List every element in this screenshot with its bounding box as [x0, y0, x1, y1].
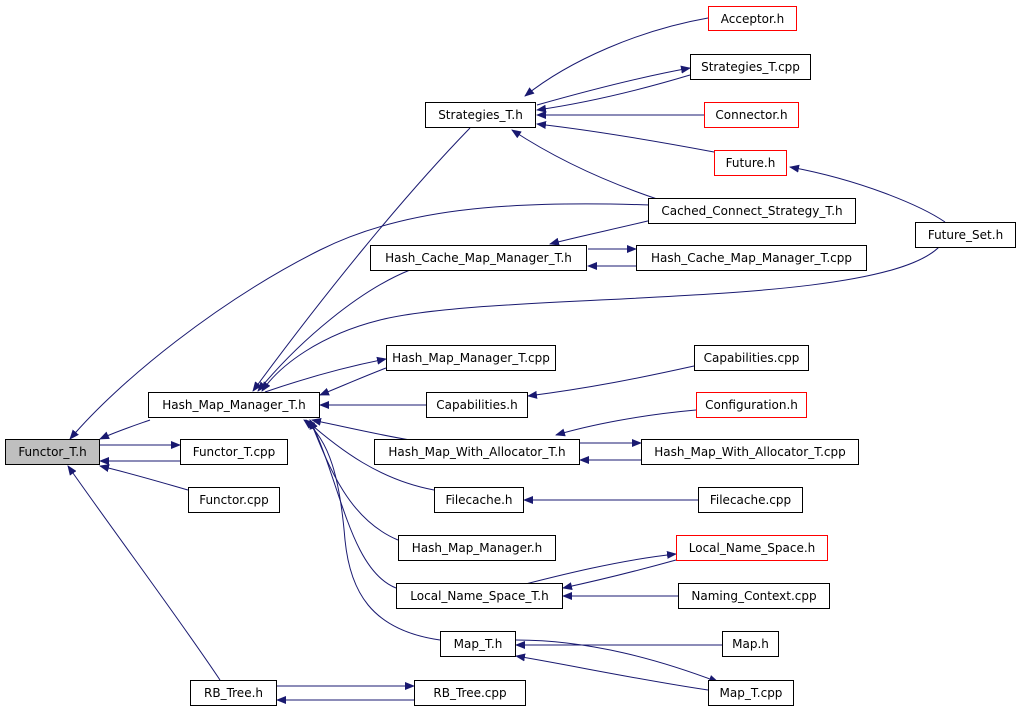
node-local-name-space-t-h[interactable]: Local_Name_Space_T.h [396, 583, 563, 609]
node-filecache-cpp[interactable]: Filecache.cpp [698, 487, 803, 513]
edge-future-set-to-hmm [261, 245, 941, 392]
node-hash-map-manager-t-cpp[interactable]: Hash_Map_Manager_T.cpp [386, 345, 556, 371]
node-hash-map-with-allocator-t-cpp[interactable]: Hash_Map_With_Allocator_T.cpp [641, 439, 859, 465]
node-functor-t-h[interactable]: Functor_T.h [5, 439, 100, 465]
node-functor-t-cpp[interactable]: Functor_T.cpp [180, 439, 288, 465]
edge-hmm-to-functor [99, 419, 151, 440]
edge-acceptor-to-strategies [524, 17, 709, 97]
node-rb-tree-h[interactable]: RB_Tree.h [190, 680, 277, 706]
node-hash-cache-map-manager-t-cpp[interactable]: Hash_Cache_Map_Manager_T.cpp [636, 245, 867, 271]
edge-strategies-cpp-to-strategies [536, 74, 691, 113]
edge-filecache-to-hmm [305, 419, 435, 491]
node-functor-cpp[interactable]: Functor.cpp [188, 487, 280, 513]
node-hash-map-manager-h[interactable]: Hash_Map_Manager.h [398, 535, 556, 561]
node-configuration-h[interactable]: Configuration.h [696, 392, 807, 418]
edge-cached-to-strategies [511, 129, 661, 201]
node-filecache-h[interactable]: Filecache.h [434, 487, 524, 513]
node-rb-tree-cpp[interactable]: RB_Tree.cpp [414, 680, 526, 706]
node-strategies-t-h[interactable]: Strategies_T.h [425, 102, 536, 128]
node-future-h[interactable]: Future.h [714, 150, 787, 176]
edge-cached-to-hcmm [549, 217, 661, 246]
edge-mapt-to-hmm [303, 419, 441, 641]
node-hash-map-manager-t-h[interactable]: Hash_Map_Manager_T.h [148, 392, 320, 418]
edge-hmwa-to-hmm [311, 417, 411, 441]
edge-future-to-strategies [536, 121, 715, 153]
edge-hashmapmanager-to-hmm [309, 419, 399, 541]
edge-capabilities-cpp-to-capabilities [527, 365, 695, 399]
node-capabilities-h[interactable]: Capabilities.h [426, 392, 528, 418]
node-naming-context-cpp[interactable]: Naming_Context.cpp [678, 583, 830, 609]
edge-mapt-cpp-to-mapt [515, 653, 709, 691]
edge-hcmm-to-hmm [257, 269, 411, 392]
node-map-t-cpp[interactable]: Map_T.cpp [708, 680, 794, 706]
edge-cached-to-functor [69, 203, 651, 440]
node-map-h[interactable]: Map.h [722, 631, 779, 657]
node-hash-cache-map-manager-t-h[interactable]: Hash_Cache_Map_Manager_T.h [370, 245, 587, 271]
node-capabilities-cpp[interactable]: Capabilities.cpp [694, 345, 809, 371]
edge-mapt-to-mapt-cpp [515, 639, 719, 683]
node-hash-map-with-allocator-t-h[interactable]: Hash_Map_With_Allocator_T.h [374, 439, 580, 465]
node-future-set-h[interactable]: Future_Set.h [915, 222, 1016, 248]
node-connector-h[interactable]: Connector.h [704, 102, 799, 128]
edge-future-set-to-future [789, 164, 946, 223]
node-local-name-space-h[interactable]: Local_Name_Space.h [676, 535, 828, 561]
edge-configuration-to-hmwa [555, 409, 697, 437]
node-strategies-t-cpp[interactable]: Strategies_T.cpp [690, 54, 811, 80]
edge-layer [67, 17, 946, 704]
edge-strategies-to-strategies-cpp [536, 65, 691, 106]
edge-hmm-cpp-to-hmm [319, 367, 387, 396]
edge-rbtree-to-functor [67, 465, 221, 681]
edge-functor-cpp-src-to-functor [99, 464, 189, 491]
edge-lnst-to-hmm [309, 419, 397, 589]
edge-lns-to-lnst [562, 559, 677, 591]
node-map-t-h[interactable]: Map_T.h [440, 631, 516, 657]
edge-hmm-to-hmm-cpp [264, 356, 387, 393]
node-acceptor-h[interactable]: Acceptor.h [708, 6, 797, 31]
edge-strategies-to-hmm [252, 127, 471, 392]
node-cached-connect-strategy-t-h[interactable]: Cached_Connect_Strategy_T.h [648, 198, 856, 224]
